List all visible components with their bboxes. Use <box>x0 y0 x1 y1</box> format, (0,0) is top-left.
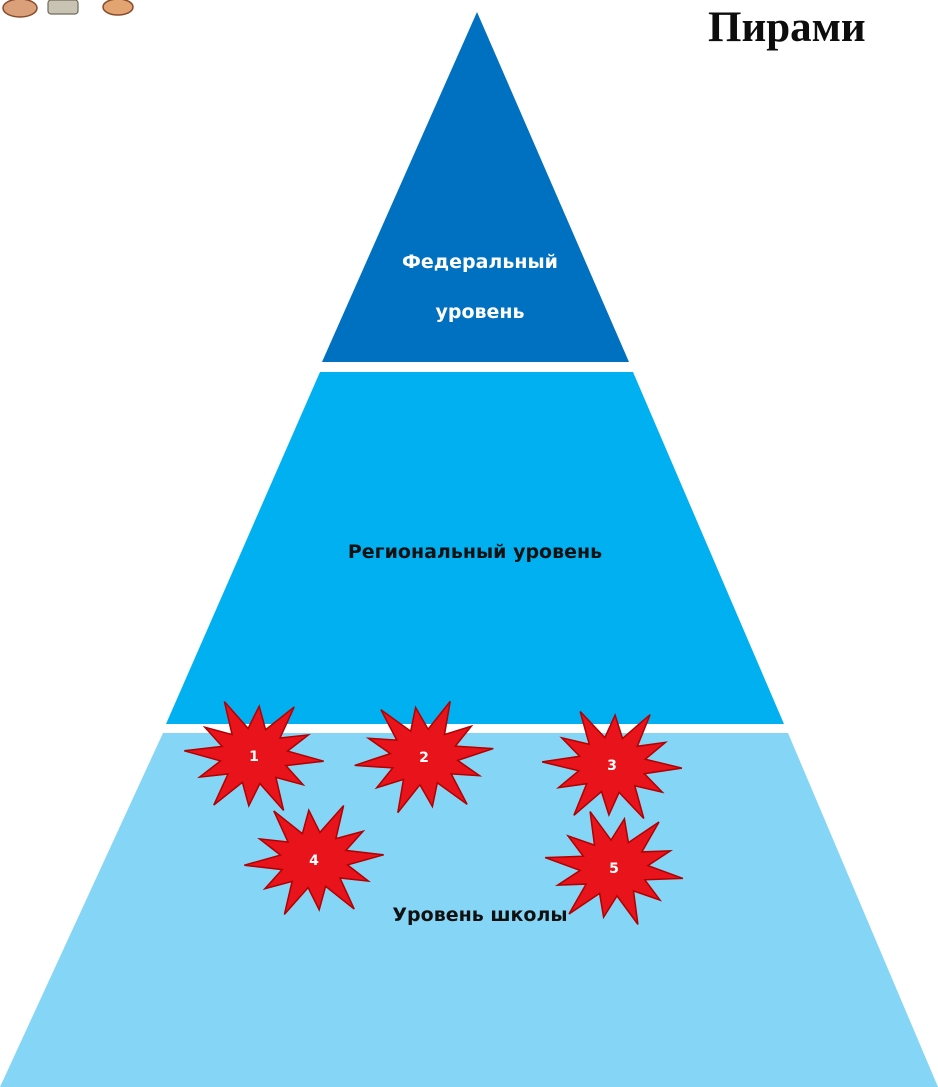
pyramid-tier-regional <box>166 372 784 724</box>
school-level-label: Уровень школы <box>392 904 568 926</box>
burst-shape <box>244 805 384 915</box>
burst-shape <box>354 700 494 814</box>
federal-level-label-line1: Федеральный <box>402 251 558 273</box>
burst-shape <box>544 811 684 925</box>
burst-number: 4 <box>309 853 319 869</box>
burst-4: 4 <box>244 805 384 915</box>
burst-2: 2 <box>354 700 494 814</box>
burst-3: 3 <box>541 710 683 820</box>
burst-1: 1 <box>184 701 324 811</box>
burst-number: 2 <box>419 750 429 766</box>
burst-shape <box>184 701 324 811</box>
burst-number: 1 <box>249 749 259 765</box>
burst-shape <box>541 710 683 820</box>
federal-level-label: Федеральный уровень <box>355 237 605 337</box>
burst-number: 3 <box>607 758 617 774</box>
regional-level-label: Региональный уровень <box>347 541 603 563</box>
burst-number: 5 <box>609 861 619 877</box>
federal-level-label-line2: уровень <box>435 301 525 323</box>
burst-5: 5 <box>544 811 684 925</box>
page-title: Пирами <box>708 4 866 51</box>
pyramid-tier-school <box>0 733 938 1087</box>
logo-icon <box>2 0 134 18</box>
pyramid-tier-federal <box>322 12 629 362</box>
